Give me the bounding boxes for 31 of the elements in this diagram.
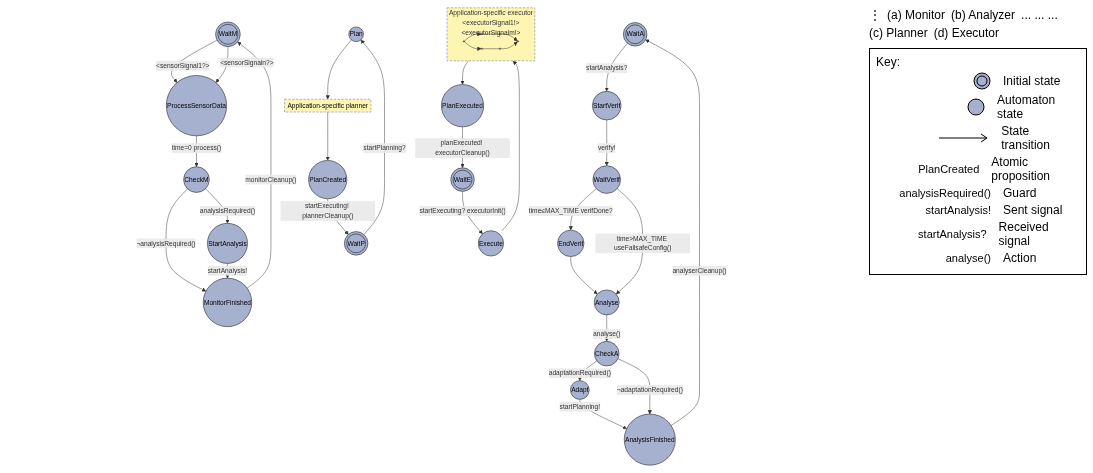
arrow xyxy=(500,41,518,49)
connector xyxy=(482,48,500,49)
legend-text: Received signal xyxy=(998,220,1050,248)
legend-text: Atomic proposition xyxy=(991,155,1052,183)
text-label: (d) Executor xyxy=(933,26,1000,40)
legend-sample-text: startAnalysis! xyxy=(925,204,991,216)
text-label: (b) Analyzer xyxy=(951,8,1016,22)
legend-sample-text: analyse() xyxy=(945,252,991,264)
legend-sample-text: PlanCreated xyxy=(918,163,980,175)
legend-text: Automaton state xyxy=(997,93,1057,121)
legend-text: Sent signal xyxy=(1003,203,1063,217)
text-label: (c) Planner xyxy=(869,26,928,40)
legend-text: State transition xyxy=(1001,124,1051,152)
node-circle xyxy=(516,40,519,43)
connector xyxy=(482,33,500,35)
node-circle xyxy=(481,47,483,50)
legend-text: Guard xyxy=(1003,186,1037,200)
legend-sample-text: analysisRequired() xyxy=(899,187,991,199)
text-label: ⋮ xyxy=(869,8,881,22)
legend-sample-text: startAnalysis? xyxy=(918,228,987,240)
node-circle xyxy=(498,33,501,35)
legend-text: Action xyxy=(1003,251,1037,265)
arrow xyxy=(464,41,482,51)
text-label: (a) Monitor xyxy=(887,8,945,22)
legend-text: Initial state xyxy=(1003,74,1061,88)
node-circle xyxy=(498,47,501,50)
node-circle xyxy=(463,40,465,43)
legend-heading: Key: xyxy=(876,55,900,69)
text-label: ... ... ... xyxy=(1021,8,1058,22)
arrow xyxy=(500,33,518,42)
node-circle xyxy=(481,33,483,35)
